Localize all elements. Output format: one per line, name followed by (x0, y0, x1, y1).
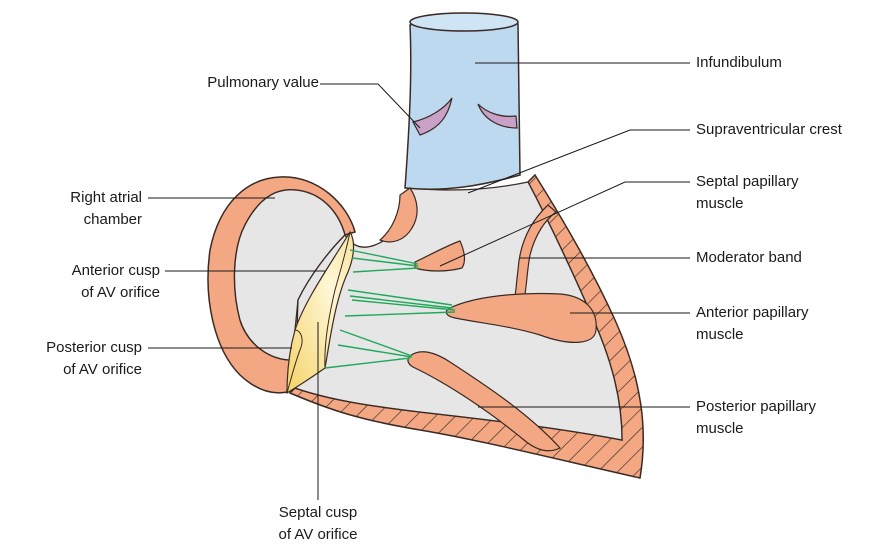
label-posterior-cusp: Posterior cusp of AV orifice (46, 337, 142, 381)
label-posterior-papillary-muscle: Posterior papillary muscle (696, 396, 816, 440)
label-infundibulum: Infundibulum (696, 52, 782, 74)
infundibulum-tube (405, 16, 520, 189)
label-septal-cusp: Septal cusp of AV orifice (258, 502, 378, 546)
label-pulmonary-valve: Pulmonary value (207, 72, 319, 94)
label-anterior-papillary-muscle: Anterior papillary muscle (696, 302, 809, 346)
label-septal-papillary-muscle: Septal papillary muscle (696, 171, 799, 215)
label-right-atrial-chamber: Right atrial chamber (70, 187, 142, 231)
infundibulum-opening (410, 13, 518, 31)
label-anterior-cusp: Anterior cusp of AV orifice (72, 260, 160, 304)
label-moderator-band: Moderator band (696, 247, 802, 269)
label-supraventricular-crest: Supraventricular crest (696, 119, 842, 141)
